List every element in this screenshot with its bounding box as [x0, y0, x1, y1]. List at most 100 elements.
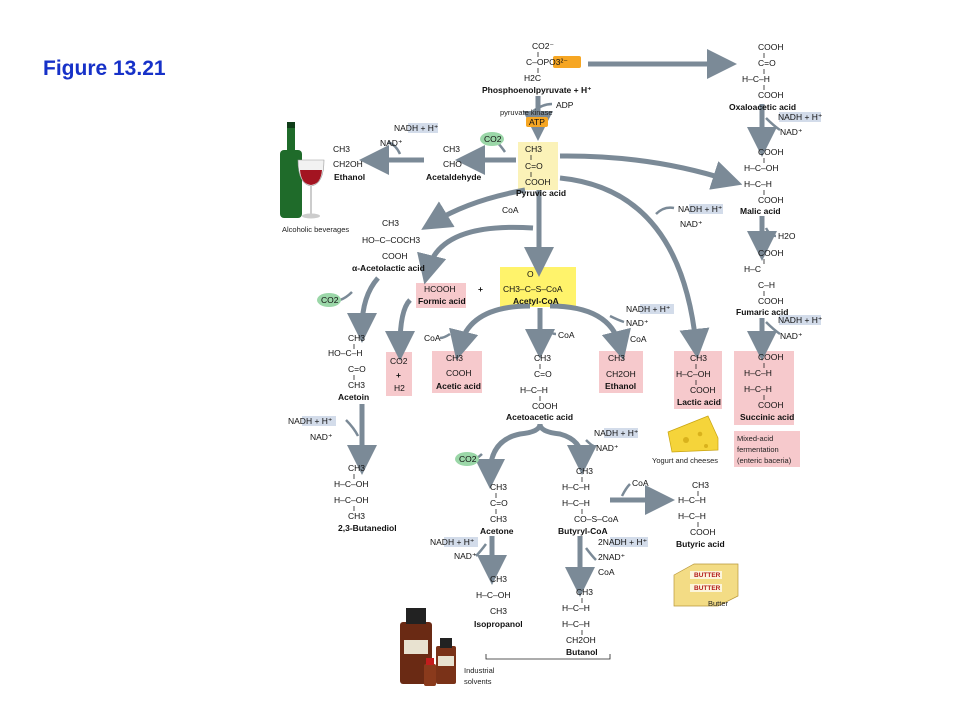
ethanol2-line-2: CH2OH [606, 369, 636, 379]
acetic-line-1: CH3 [446, 353, 463, 363]
acetoacetic-line-2: C=O [534, 369, 552, 379]
solvents-caption-2: solvents [464, 677, 492, 686]
butanediol-line-4: CH3 [348, 511, 365, 521]
ethanol-nadh: NADH + H⁺ [394, 123, 438, 133]
butanediol-label: 2,3-Butanediol [338, 523, 397, 533]
arrow-adp-atp [531, 102, 553, 113]
acetone-line-3: CH3 [490, 514, 507, 524]
acetyl-carbonyl: O [527, 269, 534, 279]
lactic-acid-highlight [674, 351, 722, 409]
succinic-label: Succinic acid [740, 412, 794, 422]
malic-line-3: H–C–H [744, 179, 772, 189]
malic-label: Malic acid [740, 206, 781, 216]
succinic-line-2: H–C–H [744, 368, 772, 378]
formic-formula: HCOOH [424, 284, 456, 294]
atp-label: ATP [529, 117, 545, 127]
acetoin-line-3: C=O [348, 364, 366, 374]
co2-badge-pyruvate [480, 132, 504, 146]
butanediol-nad: NAD⁺ [310, 432, 332, 442]
co2-badge-acetolactic [317, 293, 341, 307]
oxaloacetic-line-2: C=O [758, 58, 776, 68]
butanediol-line-3: H–C–OH [334, 495, 368, 505]
arrow-coa-acetic [439, 332, 451, 340]
acetaldehyde-label: Acetaldehyde [426, 172, 482, 182]
arrow-coa-butyric [620, 483, 631, 497]
fumaric-line-4: COOH [758, 296, 784, 306]
butter-caption: Butter [708, 599, 729, 608]
fumaric-line-2: H–C [744, 264, 761, 274]
butanediol-nadh: NADH + H⁺ [288, 416, 332, 426]
acetic-label: Acetic acid [436, 381, 481, 391]
acetolactic-line-1: CH3 [382, 218, 399, 228]
butanediol-line-2: H–C–OH [334, 479, 368, 489]
oxaloacetic-line-3: H–C–H [742, 74, 770, 84]
acetoacetic-group: CoA CH3 C=O H–C–H COOH Acetoacetic acid [506, 330, 575, 422]
arrow-nadh-butanol [585, 547, 597, 561]
co2-acetone-label: CO2 [459, 454, 477, 464]
isopropanol-line-2: H–C–OH [476, 590, 510, 600]
arrow-coa-acetoacetic [545, 328, 557, 336]
reaction-arrows [339, 49, 781, 597]
ethanol2-nadh: NADH + H⁺ [626, 304, 670, 314]
butanol-line-3: H–C–H [562, 619, 590, 629]
arrow-acetyl-to-ethanol2 [549, 303, 631, 361]
butyric-line-3: H–C–H [678, 511, 706, 521]
butanol-line-4: CH2OH [566, 635, 596, 645]
butyryl-line-3: H–C–H [562, 498, 590, 508]
arrow-h2o [764, 227, 777, 238]
arrow-nadh-succinic [765, 321, 781, 336]
ethanol2-nad: NAD⁺ [626, 318, 648, 328]
pep-line-3: H2C [524, 73, 541, 83]
atp-badge [526, 117, 548, 127]
ethanol2-label: Ethanol [605, 381, 636, 391]
butanediol-line-1: CH3 [348, 463, 365, 473]
mixed-acid-highlight [734, 431, 800, 467]
lactic-group: NADH + H⁺ NAD⁺ CH3 H–C–OH COOH Lactic ac… [652, 204, 722, 465]
pyruvate-label: Pyruvic acid [516, 188, 566, 198]
co2-acetolactic-label: CO2 [321, 295, 339, 305]
formic-acid-highlight [416, 283, 466, 308]
succinic-line-4: COOH [758, 400, 784, 410]
arrow-pyruvate-to-acetolactic [421, 187, 526, 230]
nadh-badge-isopropanol [444, 537, 478, 547]
h2o-label: H2O [778, 231, 796, 241]
fumaric-line-3: C–H [758, 280, 775, 290]
acetyl-label: Acetyl-CoA [513, 296, 559, 306]
arrow-pyruvate-to-lactic [559, 175, 710, 359]
ethanol2-line-1: CH3 [608, 353, 625, 363]
acetoacetic-coa: CoA [558, 330, 575, 340]
lactic-line-3: COOH [690, 385, 716, 395]
nadh-badge-malic [779, 112, 821, 122]
succinic-line-3: H–C–H [744, 384, 772, 394]
co2-badge-acetone [455, 452, 479, 466]
solvents-caption-1: Industrial [464, 666, 495, 675]
plus-sign: + [478, 284, 483, 294]
fumaric-line-1: COOH [758, 248, 784, 258]
adp-label: ADP [556, 100, 574, 110]
pyruvate-compound: CH3 C=O COOH Pyruvic acid CO2 CoA [484, 134, 566, 215]
nadh-badge-ethanol2 [640, 304, 674, 314]
acetoacetic-line-1: CH3 [534, 353, 551, 363]
succinic-nadh: NADH + H⁺ [778, 315, 822, 325]
butanol-nad: 2NAD⁺ [598, 552, 625, 562]
arrow-acetyl-to-acetic [449, 303, 531, 361]
malic-nad: NAD⁺ [780, 127, 802, 137]
lactic-nadh: NADH + H⁺ [678, 204, 722, 214]
acetoin-label: Acetoin [338, 392, 369, 402]
isopropanol-line-1: CH3 [490, 574, 507, 584]
acetone-line-2: C=O [490, 498, 508, 508]
acetyl-formula: CH3–C–S–CoA [503, 284, 563, 294]
pep-line-1: CO2⁻ [532, 41, 554, 51]
top-compounds: CO2⁻ C–OPO3²⁻ H2C Phosphoenolpyruvate + … [482, 41, 592, 127]
succinic-nad: NAD⁺ [780, 331, 802, 341]
arrow-acetolactic-to-acetoin [347, 276, 380, 343]
mixed-acid-line-3: (enteric baceria) [737, 456, 792, 465]
fumaric-label: Fumaric acid [736, 307, 788, 317]
acetoacetic-line-4: COOH [532, 401, 558, 411]
acetic-line-2: COOH [446, 368, 472, 378]
acetoin-line-2: HO–C–H [328, 348, 362, 358]
ethanol2-group: NADH + H⁺ NAD⁺ CoA CH3 CH2OH Ethanol [605, 304, 670, 391]
acetyl-coa-group: O CH3–C–S–CoA Acetyl-CoA + HCOOH Formic … [390, 269, 563, 393]
arrow-pyruvate-to-malic [559, 153, 743, 190]
cheese-illustration [667, 415, 719, 453]
